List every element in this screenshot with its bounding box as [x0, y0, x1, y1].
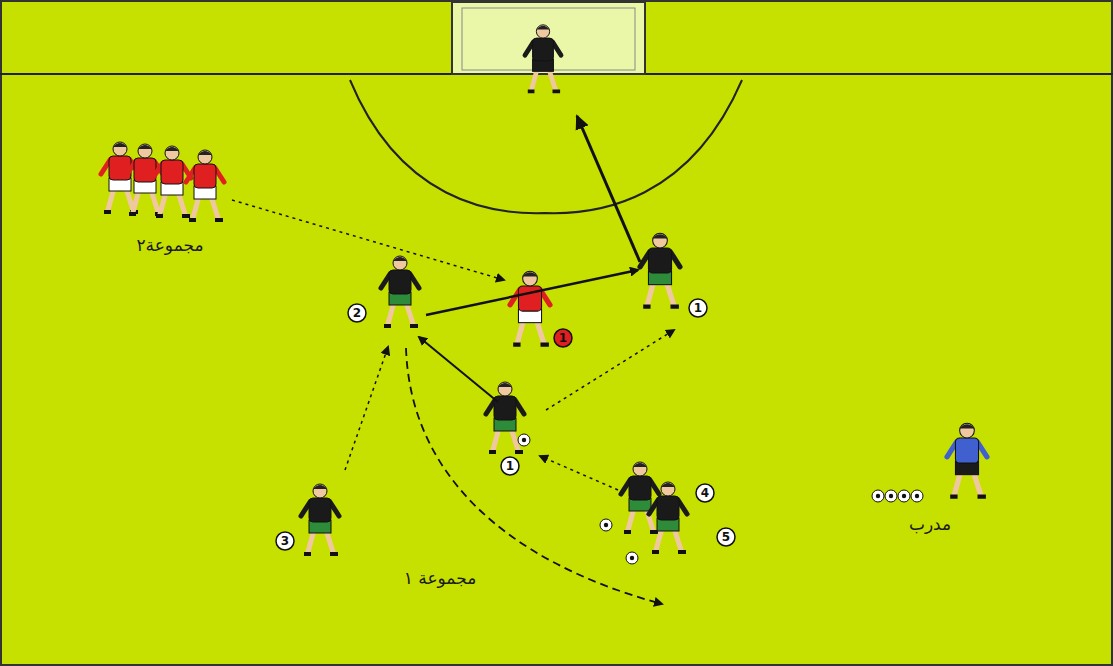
- callout-text: 5: [722, 531, 730, 543]
- callout-number: 5: [716, 527, 736, 547]
- group-label: مدرب: [909, 514, 951, 534]
- player-figure: [649, 482, 687, 552]
- player-figure: [510, 271, 550, 345]
- callout-number: 1: [553, 328, 573, 348]
- callout-text: 1: [694, 302, 702, 314]
- group-label: مجموعة٢: [136, 235, 203, 255]
- ball: [898, 490, 910, 502]
- player-figure: [525, 25, 561, 92]
- callout-text: 1: [506, 460, 514, 472]
- player-figure: [126, 144, 164, 214]
- callout-number: 4: [695, 483, 715, 503]
- ball: [518, 434, 530, 446]
- ball: [885, 490, 897, 502]
- callout-number: 1: [500, 456, 520, 476]
- callout-number: 3: [275, 531, 295, 551]
- callout-text: 3: [281, 535, 289, 547]
- callout-number: 2: [347, 303, 367, 323]
- player-figure: [301, 484, 339, 554]
- callout-text: 2: [353, 307, 361, 319]
- ball: [600, 519, 612, 531]
- ball: [911, 490, 923, 502]
- callout-text: 1: [559, 332, 567, 344]
- player-figure: [186, 150, 224, 220]
- player-figure: [101, 142, 139, 212]
- player-figure: [640, 233, 680, 307]
- group-label: مجموعة ١: [404, 568, 477, 588]
- callout-number: 1: [688, 298, 708, 318]
- callout-text: 4: [701, 487, 709, 499]
- player-figure: [947, 423, 987, 497]
- player-figure: [381, 256, 419, 326]
- ball: [872, 490, 884, 502]
- ball: [626, 552, 638, 564]
- player-figure: [621, 462, 659, 532]
